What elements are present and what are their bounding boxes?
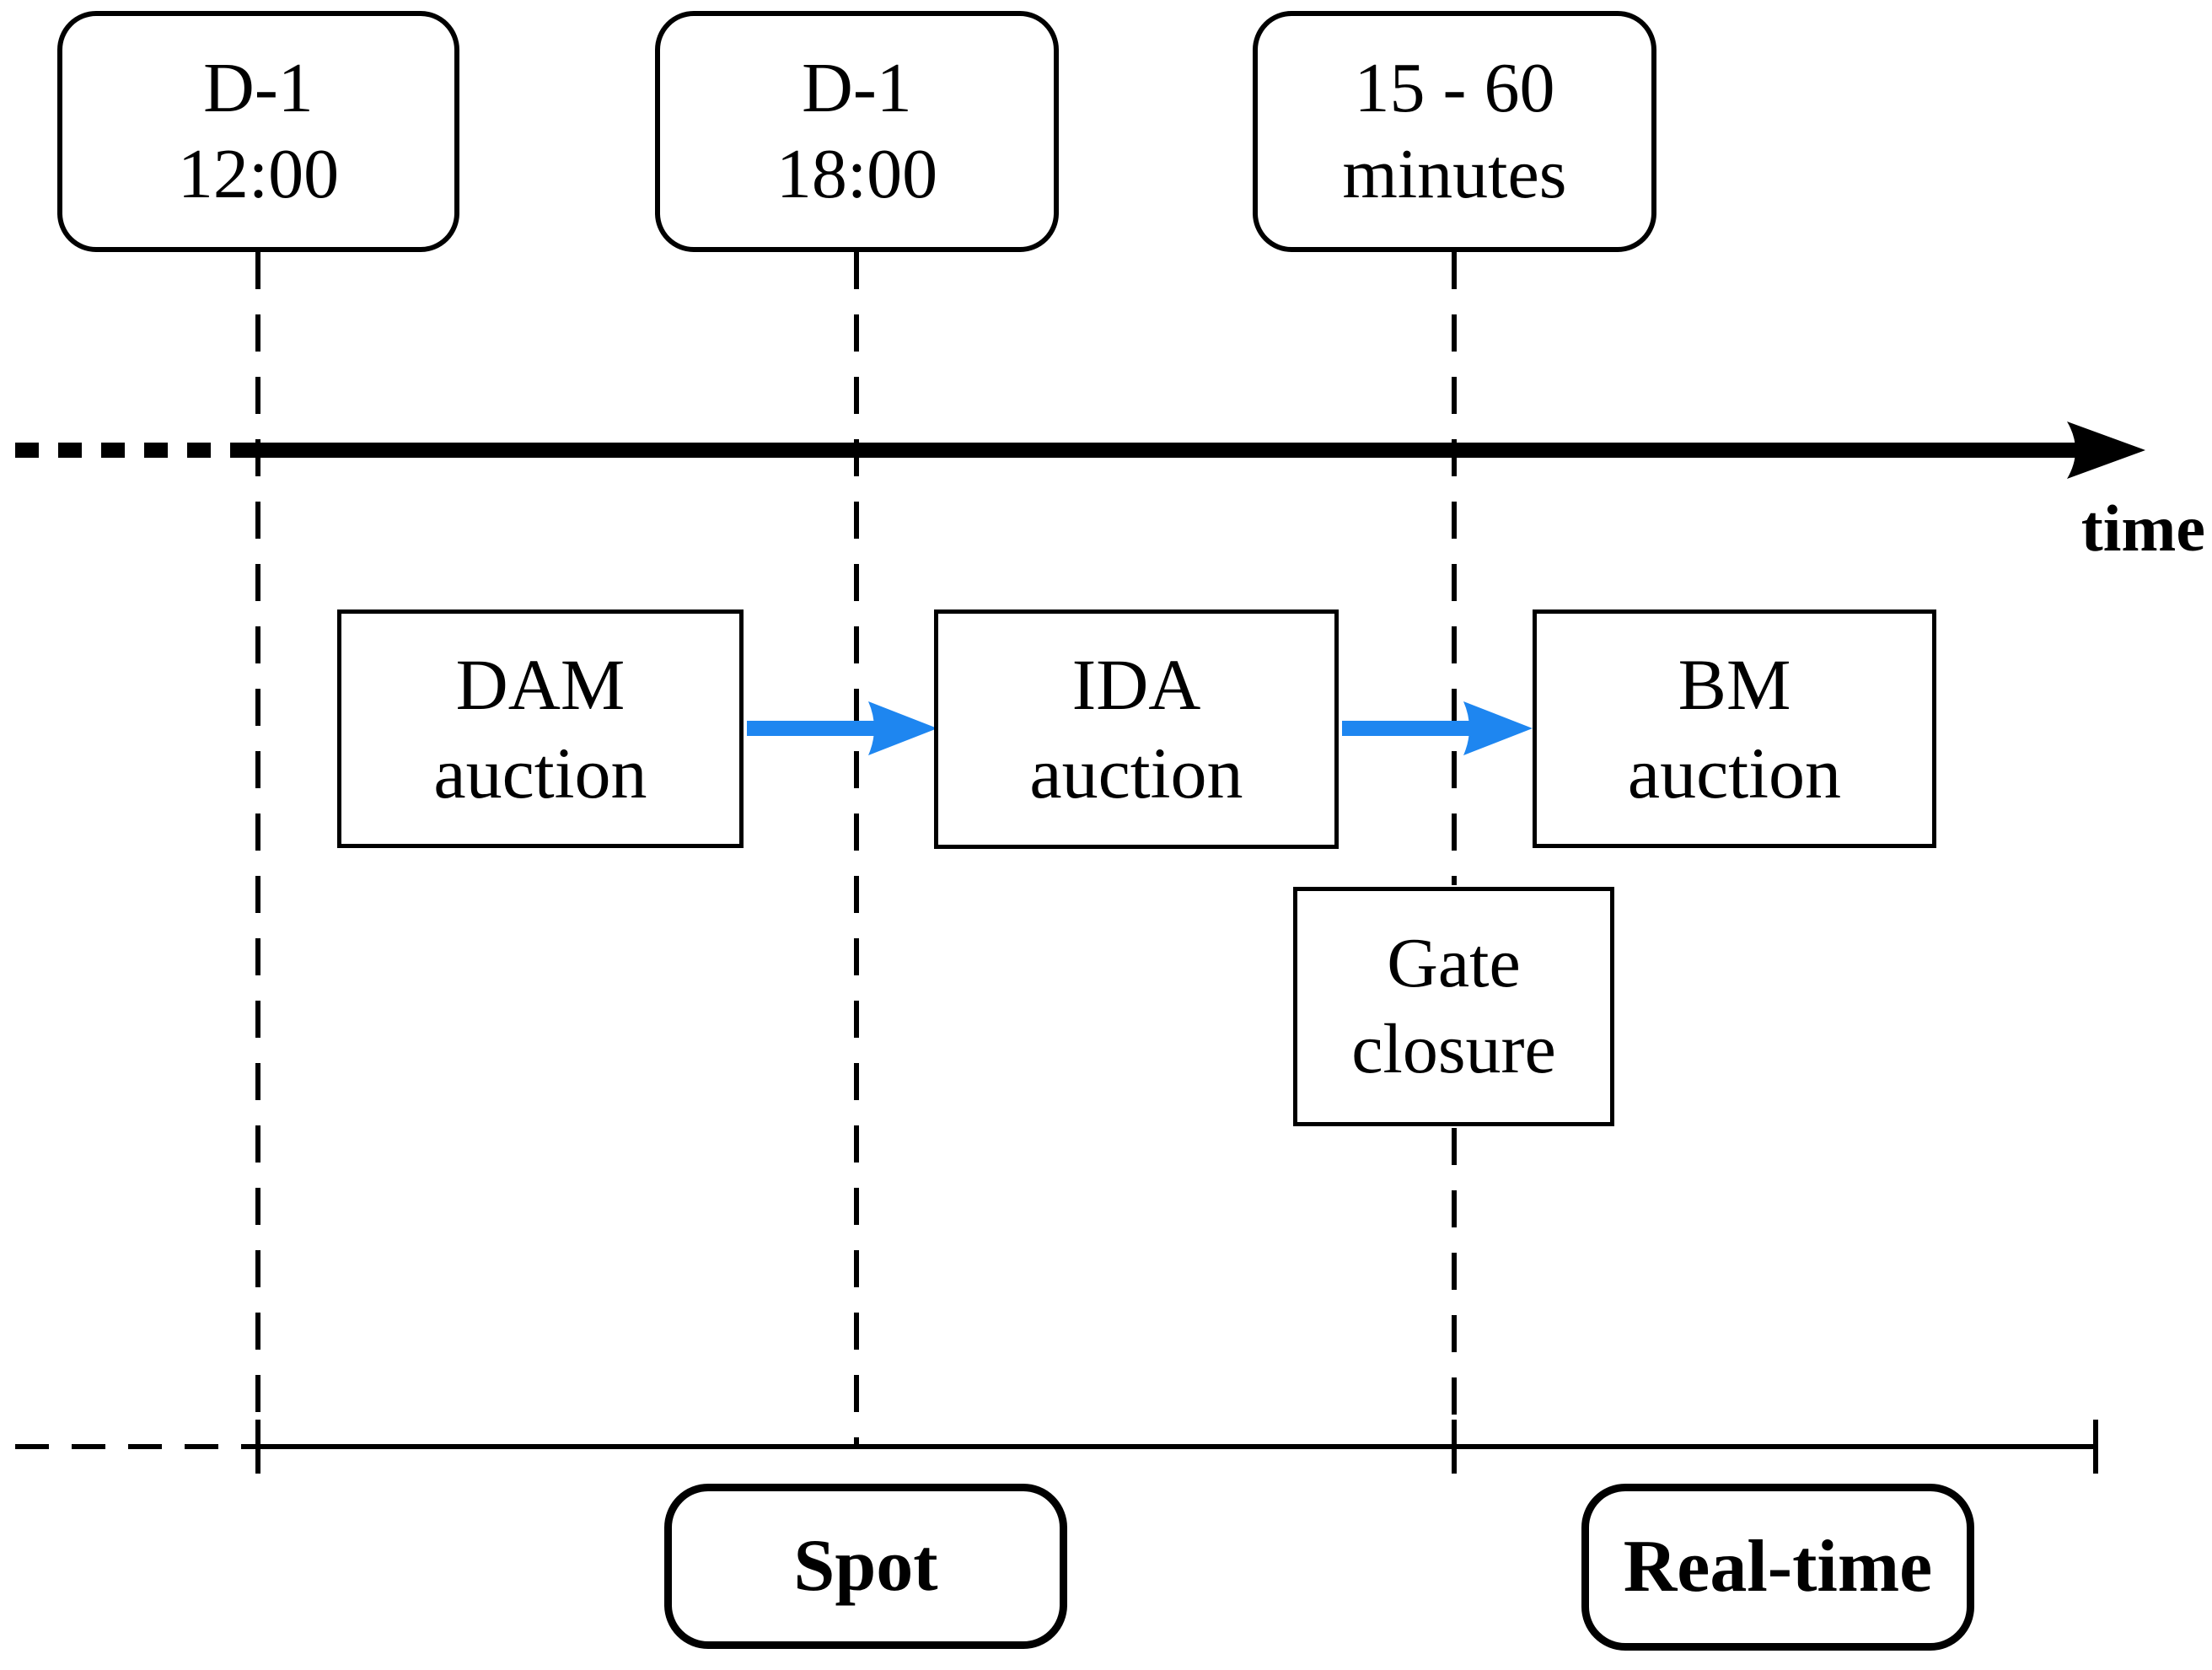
milestone-line1: D-1 (802, 48, 912, 127)
milestone-line2: 18:00 (776, 135, 938, 213)
milestone-box-d1-1800: D-1 18:00 (655, 11, 1059, 252)
time-axis-label: time (2080, 491, 2205, 565)
phase-box-spot: Spot (664, 1484, 1067, 1649)
milestone-line2: 12:00 (177, 135, 340, 213)
gate-closure-line2: closure (1351, 1010, 1556, 1088)
stage-line2: auction (1627, 732, 1842, 814)
stage-line1: BM (1678, 643, 1791, 725)
phase-label: Spot (793, 1525, 938, 1608)
stage-box-dam-auction: DAM auction (337, 609, 744, 848)
flow-arrow-dam-to-ida (747, 701, 937, 755)
stage-line1: IDA (1071, 644, 1201, 726)
flow-arrow-ida-to-bm (1342, 701, 1533, 755)
stage-line2: auction (1029, 733, 1243, 814)
flow-arrowhead-icon (868, 701, 937, 755)
stage-line1: DAM (455, 643, 625, 725)
phase-label: Real-time (1623, 1526, 1933, 1608)
milestone-line2: minutes (1342, 135, 1567, 213)
milestone-line1: 15 - 60 (1354, 48, 1555, 127)
flow-arrowhead-icon (1463, 701, 1533, 755)
gate-closure-box: Gate closure (1293, 887, 1614, 1126)
gate-closure-line1: Gate (1387, 923, 1521, 1002)
stage-box-bm-auction: BM auction (1533, 609, 1936, 848)
milestone-line1: D-1 (203, 48, 314, 127)
milestone-box-d1-1200: D-1 12:00 (57, 11, 459, 252)
stage-line2: auction (433, 732, 647, 814)
time-axis-arrowhead-icon (2067, 422, 2145, 479)
milestone-box-15-60-minutes: 15 - 60 minutes (1253, 11, 1656, 252)
stage-box-ida-auction: IDA auction (934, 609, 1339, 849)
phase-box-real-time: Real-time (1581, 1484, 1974, 1651)
